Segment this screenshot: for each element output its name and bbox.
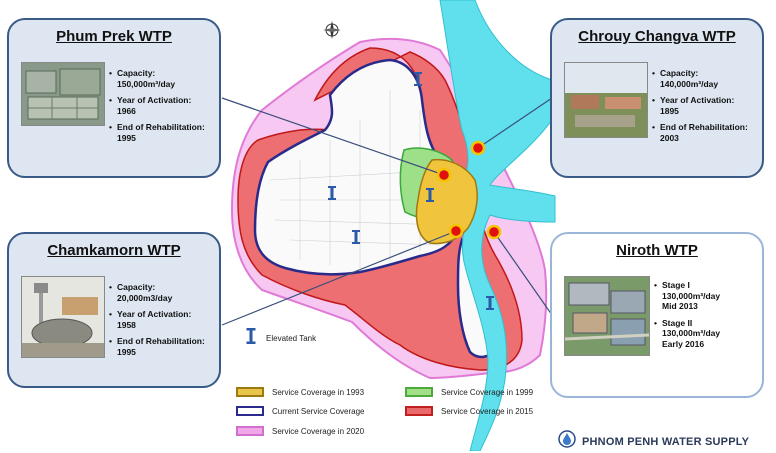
- legend-item-2015: Service Coverage in 2015: [405, 406, 533, 416]
- legend-label: Service Coverage in 2015: [441, 406, 534, 416]
- legend-label: Service Coverage in 1999: [441, 387, 534, 397]
- legend-swatch: [236, 406, 264, 416]
- legend-swatch: [405, 406, 433, 416]
- brand: PHNOM PENH WATER SUPPLY: [558, 430, 749, 453]
- elevated-tank-label: Elevated Tank: [266, 334, 317, 343]
- legend-item-1993: Service Coverage in 1993: [236, 387, 364, 397]
- coverage-1993-area: [415, 158, 478, 245]
- leader-lines: [221, 97, 553, 326]
- plant-photo: [564, 276, 650, 356]
- elevated-tank-icon: [246, 328, 256, 349]
- north-arrow-icon: [322, 20, 342, 45]
- plant-name: Chrouy Changva WTP: [578, 28, 736, 45]
- elevated-tank-icon: [414, 72, 422, 86]
- fact-activation: Year of Activation:1966: [109, 95, 219, 116]
- legend-item-2020: Service Coverage in 2020: [236, 426, 364, 436]
- legend-label: Service Coverage in 2020: [272, 426, 365, 436]
- plant-marker-chamkamorn: [448, 223, 464, 239]
- fact-rehabilitation: End of Rehabilitation:1995: [109, 336, 219, 357]
- fact-capacity: Capacity:150,000m³/day: [109, 68, 219, 89]
- plant-facts: Capacity:150,000m³/day Year of Activatio…: [109, 68, 219, 149]
- plant-marker-chrouy-changva: [470, 140, 486, 156]
- fact-rehabilitation: End of Rehabilitation:1995: [109, 122, 219, 143]
- plant-card-chamkamorn: Chamkamorn WTP Capacity:20,000m3/day Yea…: [7, 232, 221, 388]
- plant-photo: [21, 62, 105, 126]
- plant-photo: [21, 276, 105, 358]
- fact-rehabilitation: End of Rehabilitation:2003: [652, 122, 762, 143]
- elevated-tank-icon: [486, 296, 494, 310]
- fact-capacity: Capacity:140,000m³/day: [652, 68, 762, 89]
- elevated-tank-icon: [328, 186, 336, 200]
- legend-item-1999: Service Coverage in 1999: [405, 387, 533, 397]
- elevated-tank-legend: Elevated Tank: [246, 328, 316, 349]
- fact-capacity: Capacity:20,000m3/day: [109, 282, 219, 303]
- legend-swatch: [405, 387, 433, 397]
- water-supply-logo-icon: [558, 430, 576, 453]
- plant-card-phum-prek: Phum Prek WTP Capacity:150,000m³/day Yea…: [7, 18, 221, 178]
- legend-swatch: [236, 426, 264, 436]
- legend-swatch: [236, 387, 264, 397]
- plant-marker-phum-prek: [436, 167, 452, 183]
- plant-facts: Capacity:140,000m³/day Year of Activatio…: [652, 68, 762, 149]
- legend-item-current: Current Service Coverage: [236, 406, 364, 416]
- legend-label: Service Coverage in 1993: [272, 387, 365, 397]
- brand-name: PHNOM PENH WATER SUPPLY: [582, 435, 750, 448]
- plant-card-chrouy-changva: Chrouy Changva WTP Capacity:140,000m³/da…: [550, 18, 764, 178]
- elevated-tank-icon: [426, 188, 434, 202]
- plant-markers: [436, 140, 502, 240]
- legend-label: Current Service Coverage: [272, 406, 365, 416]
- plant-marker-niroth: [486, 224, 502, 240]
- map-elevated-tanks: [328, 72, 494, 310]
- fact-activation: Year of Activation:1895: [652, 95, 762, 116]
- fact-activation: Year of Activation:1958: [109, 309, 219, 330]
- plant-facts: Capacity:20,000m3/day Year of Activation…: [109, 282, 219, 363]
- elevated-tank-icon: [352, 230, 360, 244]
- plant-name: Chamkamorn WTP: [47, 242, 181, 259]
- plant-photo: [564, 62, 648, 138]
- plant-name: Phum Prek WTP: [56, 28, 172, 45]
- plant-name: Niroth WTP: [616, 242, 698, 259]
